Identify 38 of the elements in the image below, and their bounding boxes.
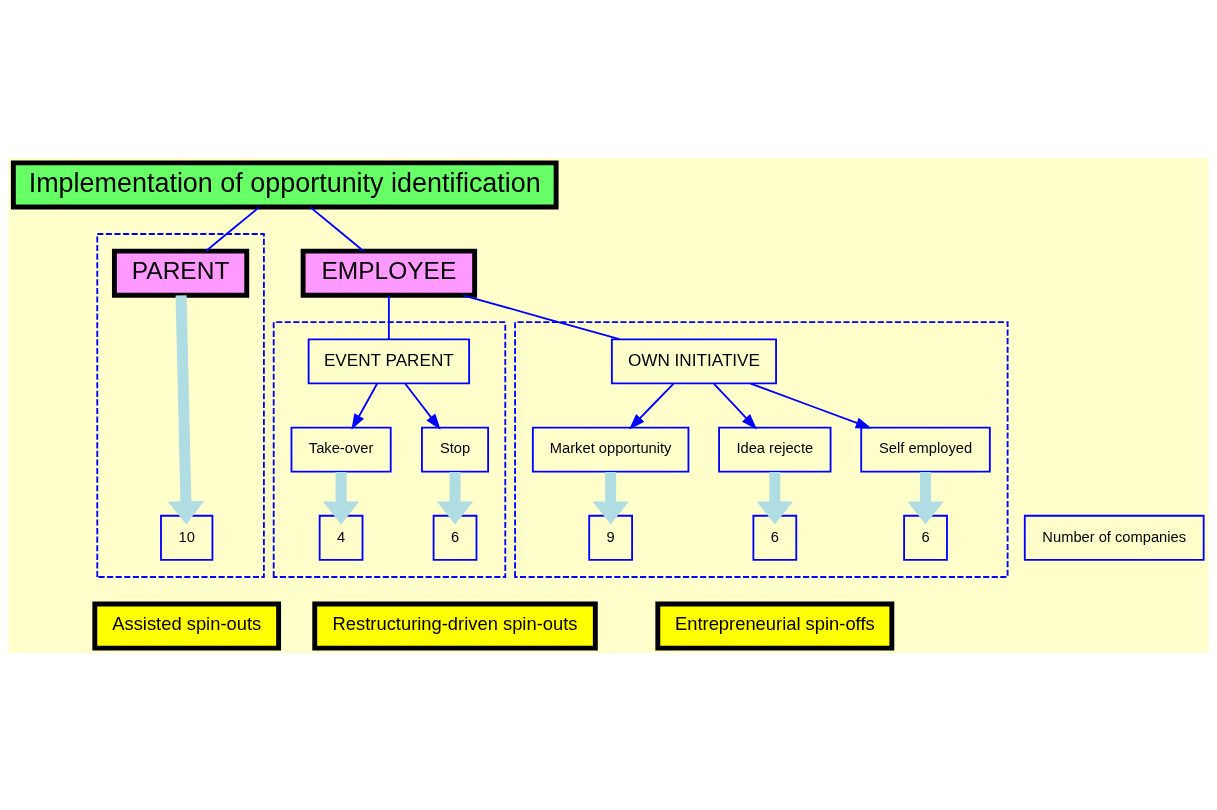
node-box: 10 [160,514,214,561]
arrow [629,382,675,429]
arrow [907,471,944,525]
node-box: PARENT [111,248,250,298]
arrow [404,382,441,430]
node-box: Implementation of opportunity identification [10,159,559,209]
arrow [713,382,757,429]
node-box: Entrepreneurial spin-offs [655,601,895,651]
arrow [351,382,378,430]
node-box: Assisted spin-outs [92,601,282,651]
node-box: 6 [903,514,948,561]
arrow [756,471,793,525]
arrow [436,471,474,525]
cluster [514,320,1009,578]
node-box: Idea rejecte [718,426,832,473]
node-box: Restructuring-driven spin-outs [312,601,598,651]
node-box: Stop [421,426,490,473]
connector [205,205,260,252]
node-box: OWN INITIATIVE [610,337,777,384]
node-box: Take-over [290,426,392,473]
cluster [272,320,507,578]
connector [462,293,621,340]
node-box: 4 [318,514,364,561]
arrow [592,471,629,525]
node-box: Self employed [860,426,991,473]
cluster [96,232,265,578]
connector [387,294,390,340]
arrow [323,471,360,525]
node-box: 9 [588,514,633,561]
node-box: 6 [752,514,798,561]
connector [309,205,365,252]
node-box: Number of companies [1023,514,1205,561]
node-box: 6 [432,514,478,561]
arrow [749,382,872,428]
node-box: EMPLOYEE [300,248,478,298]
node-box: Market opportunity [531,426,690,473]
node-box: EVENT PARENT [307,337,471,384]
arrow [167,294,204,524]
